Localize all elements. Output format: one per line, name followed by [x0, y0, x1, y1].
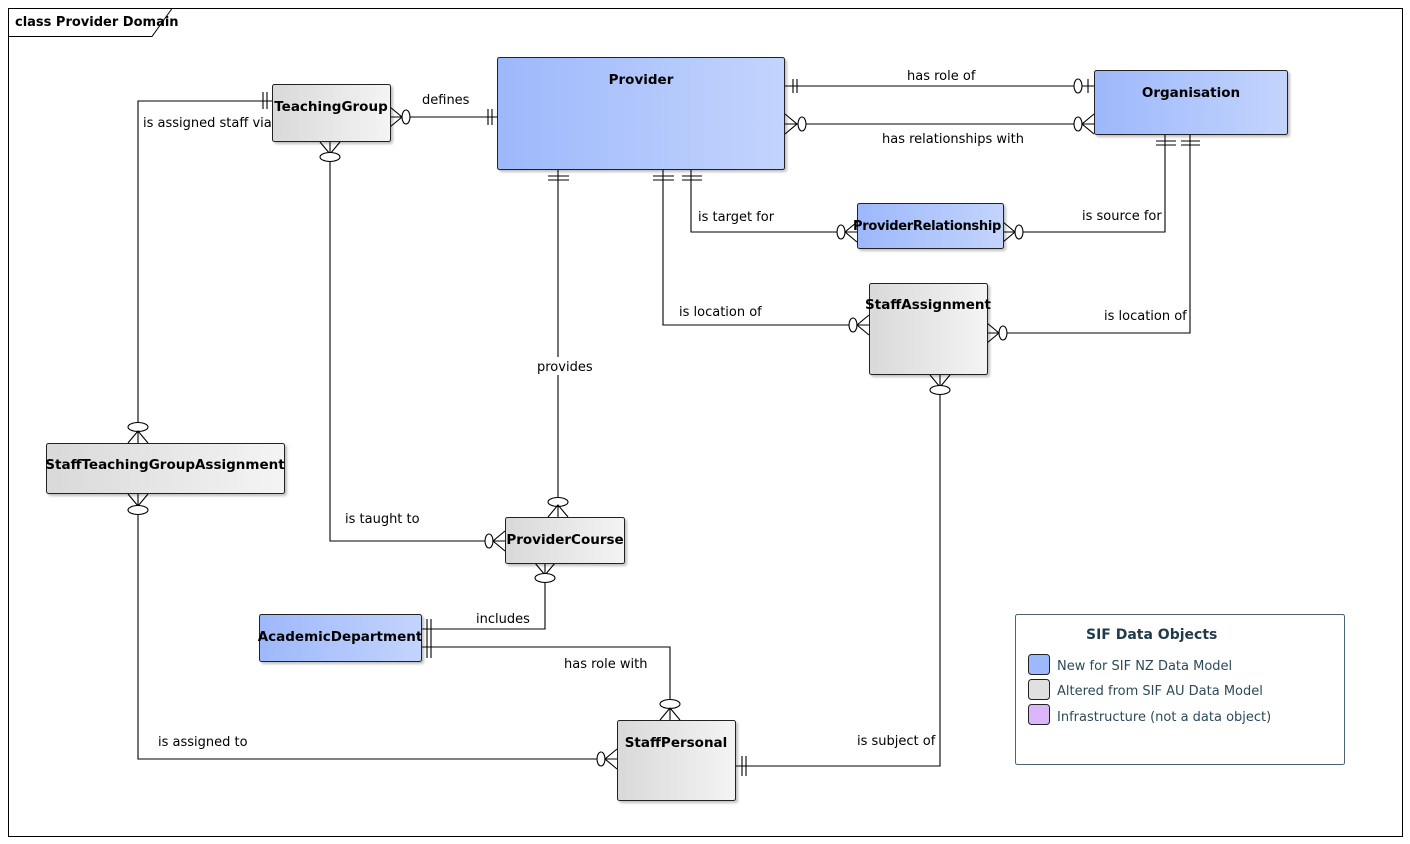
- rel-is-source-for[interactable]: is source for: [1002, 135, 1176, 243]
- connectors: has role of has relationships with defin…: [127, 69, 1200, 776]
- legend-label-altered: Altered from SIF AU Data Model: [1057, 684, 1263, 699]
- legend-label-new: New for SIF NZ Data Model: [1057, 659, 1232, 674]
- label-provides: provides: [537, 360, 593, 375]
- label-is-subject-of: is subject of: [857, 734, 936, 749]
- legend-item-altered: Altered from SIF AU Data Model: [1028, 679, 1263, 700]
- label-includes: includes: [476, 612, 530, 627]
- rel-is-assigned-to[interactable]: is assigned to: [127, 493, 618, 770]
- legend-swatch-infrastructure: [1028, 704, 1050, 725]
- entity-staff-personal-name: StaffPersonal: [625, 735, 728, 751]
- entity-teaching-group[interactable]: TeachingGroup: [272, 84, 391, 142]
- legend-item-infrastructure: Infrastructure (not a data object): [1028, 704, 1271, 725]
- rel-has-relationships-with[interactable]: has relationships with: [784, 113, 1095, 147]
- diagram-frame: class Provider Domain: [8, 8, 1403, 837]
- legend-label-infrastructure: Infrastructure (not a data object): [1057, 710, 1271, 725]
- entity-staff-assignment[interactable]: StaffAssignment: [865, 283, 992, 375]
- label-is-target-for: is target for: [698, 210, 775, 225]
- rel-is-location-of-org[interactable]: is location of: [986, 135, 1200, 344]
- label-has-relationships-with: has relationships with: [882, 132, 1024, 147]
- entity-academic-department-name: AcademicDepartment: [258, 629, 423, 645]
- label-is-source-for: is source for: [1082, 209, 1162, 224]
- frame-title: class Provider Domain: [15, 15, 179, 30]
- entity-provider[interactable]: Provider: [497, 57, 785, 170]
- label-has-role-of: has role of: [907, 69, 976, 84]
- rel-defines[interactable]: defines: [389, 93, 497, 128]
- rel-is-location-of-provider[interactable]: is location of: [653, 170, 870, 336]
- entity-staff-teaching-group-assignment[interactable]: StaffTeachingGroupAssignment: [45, 443, 285, 494]
- entity-provider-course[interactable]: ProviderCourse: [505, 517, 625, 564]
- entity-provider-relationship[interactable]: ProviderRelationship: [853, 203, 1004, 249]
- legend: SIF Data Objects New for SIF NZ Data Mod…: [1015, 614, 1345, 765]
- rel-is-subject-of[interactable]: is subject of: [736, 374, 951, 776]
- entity-provider-name: Provider: [609, 72, 674, 88]
- frame-title-tab: [8, 8, 173, 37]
- rel-is-taught-to[interactable]: is taught to: [319, 141, 506, 552]
- entity-staff-personal[interactable]: StaffPersonal: [617, 720, 736, 801]
- entity-provider-relationship-name: ProviderRelationship: [853, 219, 1001, 234]
- entity-provider-course-name: ProviderCourse: [506, 532, 623, 548]
- entity-teaching-group-name: TeachingGroup: [274, 99, 388, 115]
- rel-provides[interactable]: provides: [534, 170, 594, 518]
- rel-has-role-of[interactable]: has role of: [785, 69, 1094, 94]
- label-is-assigned-to: is assigned to: [158, 735, 248, 750]
- label-has-role-with: has role with: [564, 657, 647, 672]
- label-is-location-of-org: is location of: [1104, 309, 1187, 324]
- legend-swatch-altered: [1028, 679, 1050, 700]
- label-is-location-of-provider: is location of: [679, 305, 762, 320]
- entity-staff-assignment-name: StaffAssignment: [865, 297, 991, 313]
- rel-is-assigned-staff-via[interactable]: is assigned staff via: [127, 92, 272, 444]
- entity-organisation-name: Organisation: [1142, 85, 1240, 101]
- legend-title: SIF Data Objects: [1086, 627, 1217, 643]
- rel-includes[interactable]: includes: [422, 562, 556, 658]
- label-is-assigned-staff-via: is assigned staff via: [143, 116, 272, 131]
- label-defines: defines: [422, 93, 470, 108]
- entity-academic-department[interactable]: AcademicDepartment: [258, 614, 423, 662]
- entity-organisation[interactable]: Organisation: [1094, 70, 1288, 135]
- legend-item-new: New for SIF NZ Data Model: [1028, 654, 1232, 675]
- rel-has-role-with[interactable]: has role with: [422, 646, 681, 721]
- entity-staff-teaching-group-assignment-name: StaffTeachingGroupAssignment: [45, 457, 285, 473]
- legend-swatch-new: [1028, 654, 1050, 675]
- rel-is-target-for[interactable]: is target for: [682, 170, 858, 243]
- label-is-taught-to: is taught to: [345, 512, 420, 527]
